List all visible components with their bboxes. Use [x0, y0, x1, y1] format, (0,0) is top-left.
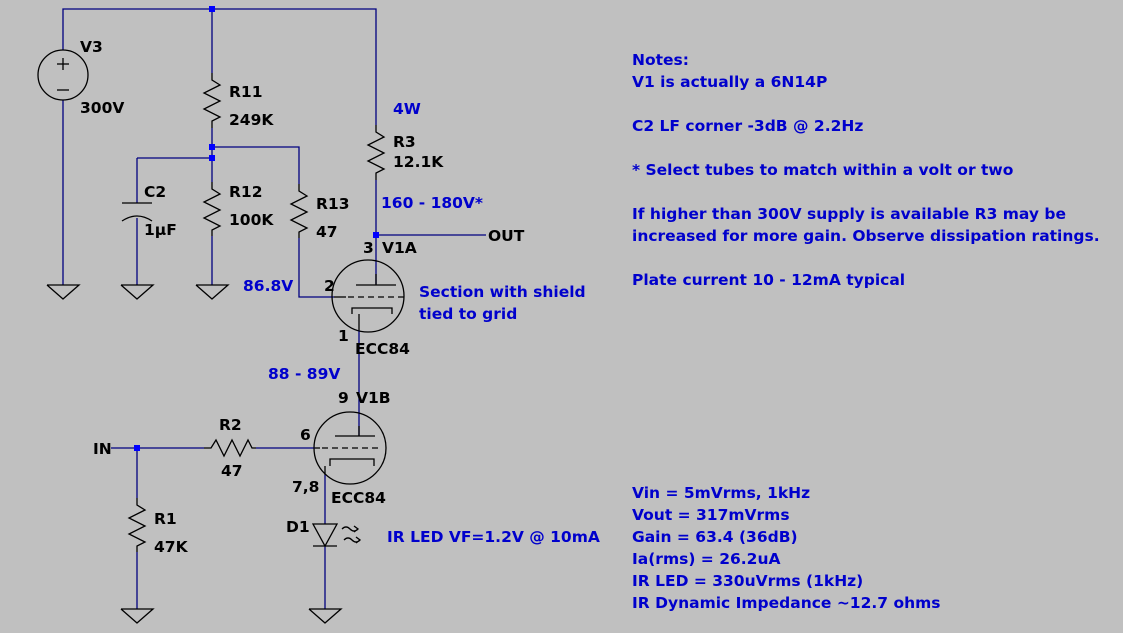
r1-value: 47K — [154, 538, 189, 556]
v1b-pin-cathode: 7,8 — [292, 478, 319, 496]
r13-resistor — [289, 184, 309, 238]
v3-value: 300V — [80, 99, 124, 117]
r12-resistor — [202, 182, 222, 236]
result-line: IR Dynamic Impedance ~12.7 ohms — [632, 594, 941, 612]
r3-value: 12.1K — [393, 153, 444, 171]
v1b-pin-plate: 9 — [338, 389, 349, 407]
v3-name: V3 — [80, 38, 103, 56]
v1a-pin-cathode: 1 — [338, 327, 349, 345]
r3-power: 4W — [393, 100, 421, 118]
wires — [62, 8, 486, 609]
v1a-name: V1A — [382, 239, 417, 257]
result-line: Ia(rms) = 26.2uA — [632, 550, 780, 568]
c2-name: C2 — [144, 183, 166, 201]
note-line: Notes: — [632, 51, 689, 69]
v3-voltage-source — [37, 49, 89, 101]
result-line: IR LED = 330uVrms (1kHz) — [632, 572, 863, 590]
r11-value: 249K — [229, 111, 274, 129]
c2-value: 1µF — [144, 221, 177, 239]
r1-resistor — [127, 498, 147, 552]
note-line: V1 is actually a 6N14P — [632, 73, 827, 91]
r1-name: R1 — [154, 510, 177, 528]
note-line: C2 LF corner -3dB @ 2.2Hz — [632, 117, 863, 135]
d1-ir-led — [311, 523, 361, 548]
v1a-pin-plate: 3 — [363, 239, 374, 257]
v1b-name: V1B — [356, 389, 391, 407]
ground-symbols — [46, 284, 343, 624]
r3-name: R3 — [393, 133, 416, 151]
result-line: Vin = 5mVrms, 1kHz — [632, 484, 810, 502]
r2-value: 47 — [221, 462, 243, 480]
plate-voltage: 160 - 180V* — [381, 194, 483, 212]
r12-name: R12 — [229, 183, 263, 201]
r13-name: R13 — [316, 195, 350, 213]
shield-note-line-1: Section with shield — [419, 283, 586, 301]
junction-dots — [134, 6, 379, 451]
r2-resistor — [204, 438, 256, 458]
v1b-pin-grid: 6 — [300, 426, 311, 444]
v1b-triode — [313, 411, 387, 485]
mid-voltage: 88 - 89V — [268, 365, 340, 383]
v1a-type: ECC84 — [355, 340, 410, 358]
result-line: Vout = 317mVrms — [632, 506, 790, 524]
r11-resistor — [202, 73, 222, 128]
voltage-annotations: 160 - 180V* 86.8V 88 - 89V Section with … — [243, 194, 600, 546]
r12-value: 100K — [229, 211, 274, 229]
v1a-triode — [331, 259, 406, 333]
notes-block: Notes: V1 is actually a 6N14P C2 LF corn… — [632, 51, 1100, 289]
ir-led-note: IR LED VF=1.2V @ 10mA — [387, 528, 600, 546]
out-net-label: OUT — [488, 227, 525, 245]
shield-note-line-2: tied to grid — [419, 305, 517, 323]
note-line: increased for more gain. Observe dissipa… — [632, 227, 1100, 245]
note-line: If higher than 300V supply is available … — [632, 205, 1066, 223]
results-block: Vin = 5mVrms, 1kHz Vout = 317mVrms Gain … — [632, 484, 941, 612]
r13-value: 47 — [316, 223, 338, 241]
r3-resistor — [366, 125, 386, 180]
component-labels: V3 300V R11 249K R12 100K R13 47 4W R3 1… — [80, 38, 525, 556]
grid-voltage: 86.8V — [243, 277, 293, 295]
d1-name: D1 — [286, 518, 310, 536]
r11-name: R11 — [229, 83, 263, 101]
in-net-label: IN — [93, 440, 112, 458]
c2-capacitor — [121, 202, 153, 222]
result-line: Gain = 63.4 (36dB) — [632, 528, 798, 546]
v1a-pin-grid: 2 — [324, 277, 335, 295]
v1b-type: ECC84 — [331, 489, 386, 507]
note-line: Plate current 10 - 12mA typical — [632, 271, 905, 289]
note-line: * Select tubes to match within a volt or… — [632, 161, 1013, 179]
r2-name: R2 — [219, 416, 242, 434]
